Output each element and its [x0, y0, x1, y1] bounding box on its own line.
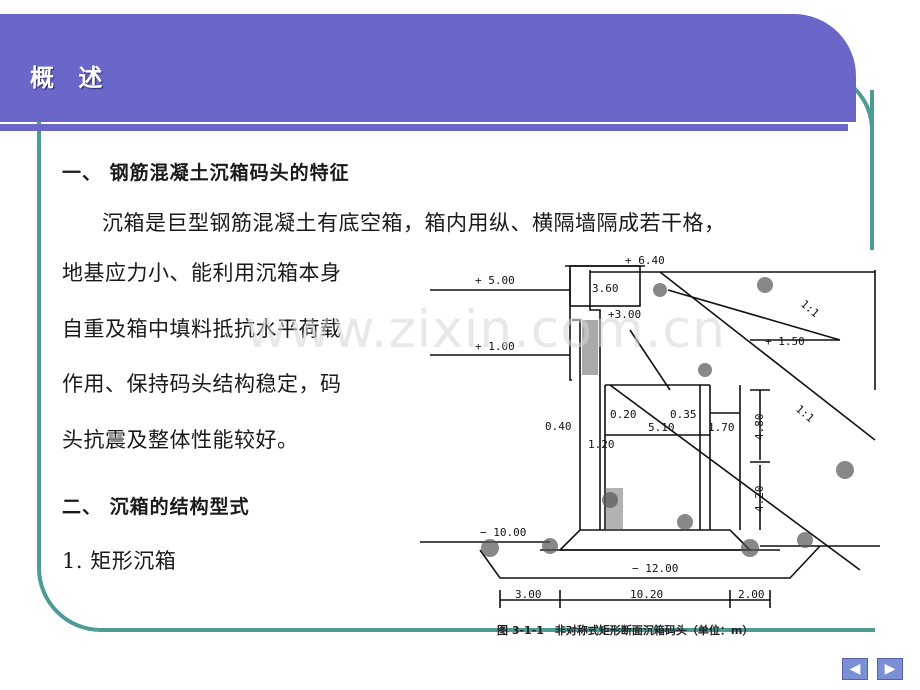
dim-1020: 10.20 [630, 588, 663, 601]
list-item-rect-caisson: 1. 矩形沉箱 [62, 549, 177, 573]
dim-035: 0.35 [670, 408, 697, 421]
label-cap: 3.60 [592, 282, 619, 295]
paragraph-line-5: 头抗震及整体性能较好。 [62, 428, 299, 452]
next-slide-button[interactable]: ▶ [877, 658, 903, 680]
paragraph-line-3: 自重及箱中填料抵抗水平荷载 [62, 317, 342, 341]
caisson-section-figure: + 6.40 + 5.00 3.60 +3.00 + 1.00 + 1.50 −… [420, 254, 880, 608]
figure-caption: 图 3-1-1 非对称式矩形断面沉箱码头（单位：m） [497, 624, 754, 637]
dim-170: 1.70 [708, 421, 735, 434]
dim-200: 2.00 [738, 588, 765, 601]
title-underline [0, 124, 848, 131]
section-heading-2: 二、 沉箱的结构型式 [62, 496, 250, 518]
slope-label-1: 1:1 [798, 297, 822, 320]
title-banner [0, 14, 856, 122]
label-el-bottom: − 10.00 [480, 526, 526, 539]
label-water-high: + 5.00 [475, 274, 515, 287]
section-heading-1: 一、 钢筋混凝土沉箱码头的特征 [62, 162, 350, 184]
dim-510: 5.10 [648, 421, 675, 434]
paragraph-line-4: 作用、保持码头结构稳定，码 [62, 372, 342, 396]
dim-420: 4.20 [753, 486, 766, 513]
label-el-3: +3.00 [608, 308, 641, 321]
dim-480: 4.80 [753, 414, 766, 441]
label-el-top: + 6.40 [625, 254, 665, 267]
label-water-low: + 1.00 [475, 340, 515, 353]
dim-300: 3.00 [515, 588, 542, 601]
paragraph-line-1: 沉箱是巨型钢筋混凝土有底空箱，箱内用纵、横隔墙隔成若干格， [102, 211, 726, 235]
paragraph-line-2: 地基应力小、能利用沉箱本身 [62, 261, 342, 285]
arrow-left-icon: ◀ [849, 661, 861, 677]
prev-slide-button[interactable]: ◀ [842, 658, 868, 680]
slope-label-2: 1:1 [793, 402, 817, 425]
slide-title: 概 述 [30, 64, 111, 92]
dim-040: 0.40 [545, 420, 572, 433]
slide-frame [37, 60, 875, 632]
arrow-right-icon: ▶ [884, 661, 896, 677]
label-el-base: − 12.00 [632, 562, 678, 575]
watermark-text: www.zixin.com.cn [245, 300, 726, 360]
dim-020: 0.20 [610, 408, 637, 421]
label-el-150: + 1.50 [765, 335, 805, 348]
dim-120: 1.20 [588, 438, 615, 451]
frame-right-edge [870, 90, 874, 250]
